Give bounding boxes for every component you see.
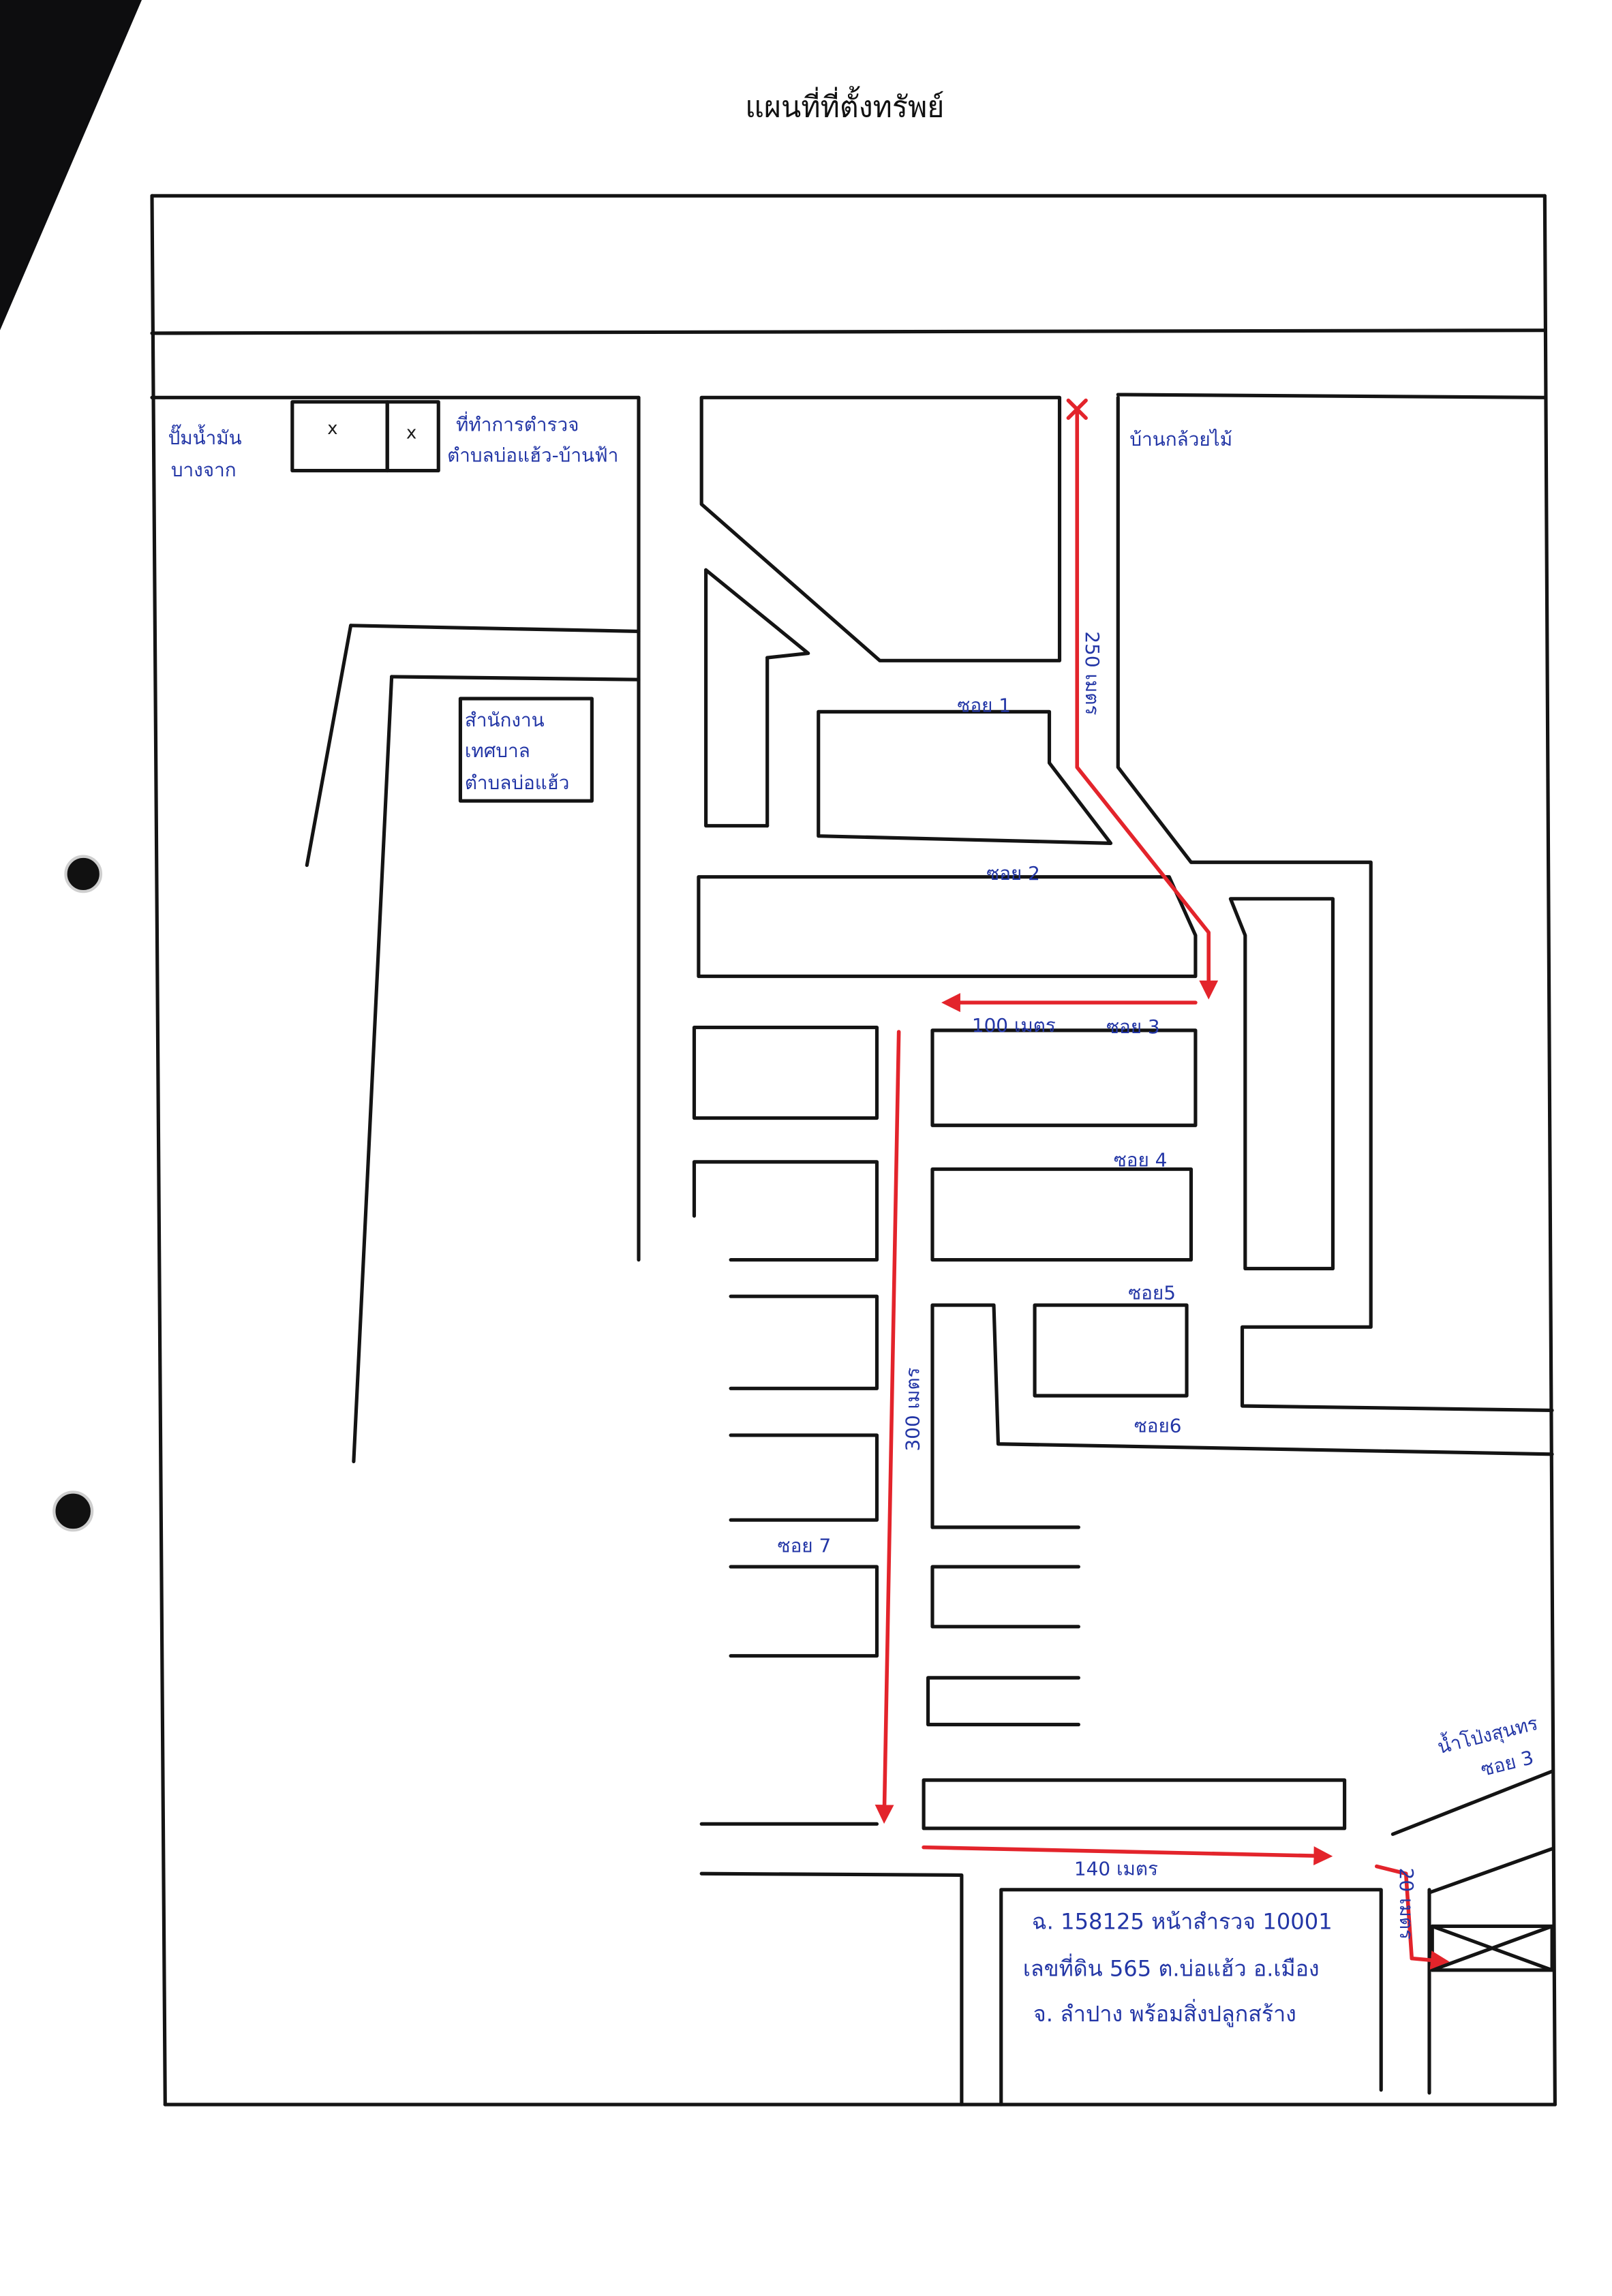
route-leg-3-arrow <box>875 1030 901 1824</box>
route-leg-5-arrow <box>1375 1864 1450 1970</box>
west-comb-block-2 <box>729 1433 879 1522</box>
gas-station-label-line-1: ปั๊มน้ำมัน <box>168 424 242 449</box>
property-province-line: จ. ลำปาง พร้อมสิ่งปลูกสร้าง <box>1033 1999 1296 2027</box>
soi-6-label: ซอย6 <box>1134 1415 1182 1437</box>
southwest-block-edge <box>699 1871 964 2107</box>
municipal-office-box <box>458 697 594 803</box>
municipal-office-label-line-3: ตำบลบ่อแฮ้ว <box>465 771 570 794</box>
soi-4-east-block <box>930 1167 1193 1262</box>
main-road-north-edge <box>150 328 1547 335</box>
landmark-labels: ปั๊มน้ำมัน บางจาก x x ที่ทำการตำรวจ ตำบล… <box>168 412 1540 1781</box>
east-lane-south-edge <box>1427 1847 1554 1895</box>
gas-station-label-line-2: บางจาก <box>171 459 237 481</box>
soi-7-label: ซอย 7 <box>778 1534 832 1557</box>
soi-4-label: ซอย 4 <box>1114 1148 1168 1171</box>
route-leg-4-arrow <box>922 1845 1333 1866</box>
west-road-inner-north-edge <box>390 675 641 682</box>
target-property-cross <box>1430 1924 1554 1972</box>
property-deed-line: ฉ. 158125 หน้าสำรวจ 10001 <box>1032 1909 1333 1935</box>
west-comb-block-3 <box>729 1565 879 1658</box>
south-long-block <box>922 1778 1347 1831</box>
west-road-north-edge <box>349 624 641 633</box>
punch-hole-lower <box>52 1490 94 1532</box>
target-property-box <box>1430 1924 1554 1972</box>
building-mark-left: x <box>327 418 337 439</box>
soi-2-label: ซอย 2 <box>986 862 1040 885</box>
east-comb-block-3 <box>926 1676 1080 1727</box>
route-leg-1-arrow <box>1075 410 1219 1000</box>
route-to-property <box>875 398 1450 1970</box>
main-soi-east-edge <box>1116 395 1554 1413</box>
frame-right-edge <box>1542 194 1557 2107</box>
soi-labels: ซอย 1 ซอย 2 ซอย 3 ซอย 4 ซอย5 ซอย6 ซอย 7 <box>778 694 1182 1557</box>
map-title: แผนที่ที่ตั้งทรัพย์ <box>745 86 944 124</box>
west-road-inner-edge <box>352 675 394 1464</box>
soi-1-block <box>817 709 1113 845</box>
east-lane-north-edge <box>1390 1769 1554 1836</box>
west-comb-block-1 <box>729 1294 879 1390</box>
soi-5-label: ซอย5 <box>1128 1281 1176 1304</box>
distance-leg-2-label: 100 เมตร <box>972 1014 1056 1037</box>
property-lot-outline <box>999 1888 1383 2107</box>
soi-2-block <box>697 875 1198 979</box>
east-comb-block-2 <box>930 1565 1080 1629</box>
police-station-label-line-1: ที่ทำการตำรวจ <box>456 412 579 436</box>
soi-1-label: ซอย 1 <box>957 694 1011 716</box>
scan-shadow-corner <box>0 0 142 331</box>
property-parcel-line: เลขที่ดิน 565 ต.บ่อแฮ้ว อ.เมือง <box>1023 1953 1320 1981</box>
property-description: ฉ. 158125 หน้าสำรวจ 10001 เลขที่ดิน 565 … <box>1023 1909 1333 2027</box>
soi-6-road-edge <box>930 1303 1554 1529</box>
distance-leg-5-label: 20 เมตร <box>1395 1868 1418 1940</box>
map-frame <box>150 194 1557 2107</box>
diagonal-lane-edge <box>704 568 810 660</box>
distance-leg-4-label: 140 เมตร <box>1074 1857 1158 1880</box>
municipal-office-label-line-1: สำนักงาน <box>465 709 545 731</box>
municipal-office-label-line-2: เทศบาล <box>465 739 530 762</box>
central-soi-network <box>692 395 1554 2107</box>
main-road-south-edge-east <box>1116 393 1547 399</box>
police-station-label-line-2: ตำบลบ่อแฮ้ว-บ้านฟ้า <box>447 444 618 467</box>
route-start-x-mark <box>1066 398 1088 420</box>
frame-left-edge <box>150 194 167 2107</box>
soi-5-block <box>1033 1303 1189 1398</box>
northwest-area <box>290 395 641 1464</box>
building-mark-right: x <box>406 423 416 443</box>
distance-leg-3-label: 300 เมตร <box>902 1367 924 1451</box>
orchid-house-label: บ้านกล้วยไม้ <box>1129 428 1232 450</box>
distance-leg-1-label: 250 เมตร <box>1081 631 1104 715</box>
west-road-outer-edge <box>305 624 353 868</box>
building-box-right <box>385 400 440 473</box>
target-property-marker <box>1430 1924 1554 1972</box>
soi-3-label: ซอย 3 <box>1106 1015 1160 1038</box>
soi-4-west-block <box>692 1160 879 1262</box>
diagonal-lane-west-edge <box>704 568 770 828</box>
soi-3-west-block <box>692 1026 879 1120</box>
distance-labels: 250 เมตร 100 เมตร 300 เมตร 140 เมตร 20 เ… <box>902 631 1418 1940</box>
punch-hole-upper <box>64 855 103 893</box>
north-center-block <box>699 395 1062 662</box>
soi-3-east-block <box>930 1028 1198 1127</box>
east-narrow-block <box>1228 897 1335 1270</box>
